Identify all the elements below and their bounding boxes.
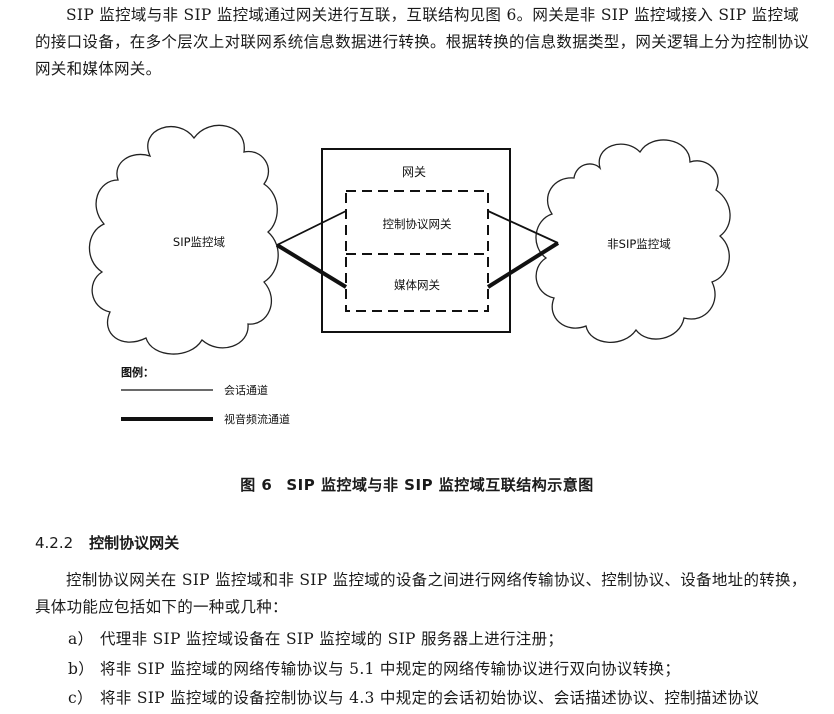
legend-av-label: 视音频流通道 <box>224 412 290 426</box>
list-marker: c） <box>68 689 93 707</box>
legend-session-label: 会话通道 <box>224 383 268 397</box>
figure-number: 图 6 <box>240 476 273 494</box>
gateway-box <box>321 148 511 333</box>
session-channel-right <box>487 210 559 244</box>
gateway-inner-dashed-box <box>345 190 489 312</box>
non-sip-domain-label: 非SIP监控域 <box>607 237 671 251</box>
av-channel-left <box>275 243 348 289</box>
section-heading: 4.2.2 控制协议网关 <box>35 532 179 553</box>
av-channel-right <box>486 241 560 289</box>
section-paragraph: 控制协议网关在 SIP 监控域和非 SIP 监控域的设备之间进行网络传输协议、控… <box>35 571 807 616</box>
list-item: c） 将非 SIP 监控域的设备控制协议与 4.3 中规定的会话初始协议、会话描述… <box>68 686 759 708</box>
sip-domain-label: SIP监控域 <box>173 235 226 249</box>
legend-title: 图例： <box>121 365 154 379</box>
list-text: 将非 SIP 监控域的网络传输协议与 5.1 中规定的网络传输协议进行双向协议转… <box>100 660 681 678</box>
control-gateway-label: 控制协议网关 <box>383 217 452 231</box>
figure-title: SIP 监控域与非 SIP 监控域互联结构示意图 <box>286 476 594 494</box>
list-marker: b） <box>68 660 95 678</box>
non-sip-domain-cloud <box>535 139 731 343</box>
intro-paragraph: SIP 监控域与非 SIP 监控域通过网关进行互联，互联结构见图 6。网关是非 … <box>35 6 810 78</box>
list-text: 代理非 SIP 监控域设备在 SIP 监控域的 SIP 服务器上进行注册； <box>100 630 564 648</box>
sip-domain-cloud <box>88 124 279 355</box>
section-title: 控制协议网关 <box>89 534 180 552</box>
section-number: 4.2.2 <box>35 534 74 552</box>
figure-caption: 图 6 SIP 监控域与非 SIP 监控域互联结构示意图 <box>0 474 834 495</box>
list-marker: a） <box>68 630 94 648</box>
session-channel-left <box>276 210 347 246</box>
gateway-label: 网关 <box>402 165 426 179</box>
list-item: b） 将非 SIP 监控域的网络传输协议与 5.1 中规定的网络传输协议进行双向协… <box>68 657 680 679</box>
media-gateway-label: 媒体网关 <box>394 278 440 292</box>
list-item: a） 代理非 SIP 监控域设备在 SIP 监控域的 SIP 服务器上进行注册； <box>68 627 563 649</box>
list-text: 将非 SIP 监控域的设备控制协议与 4.3 中规定的会话初始协议、会话描述协议… <box>100 689 760 707</box>
